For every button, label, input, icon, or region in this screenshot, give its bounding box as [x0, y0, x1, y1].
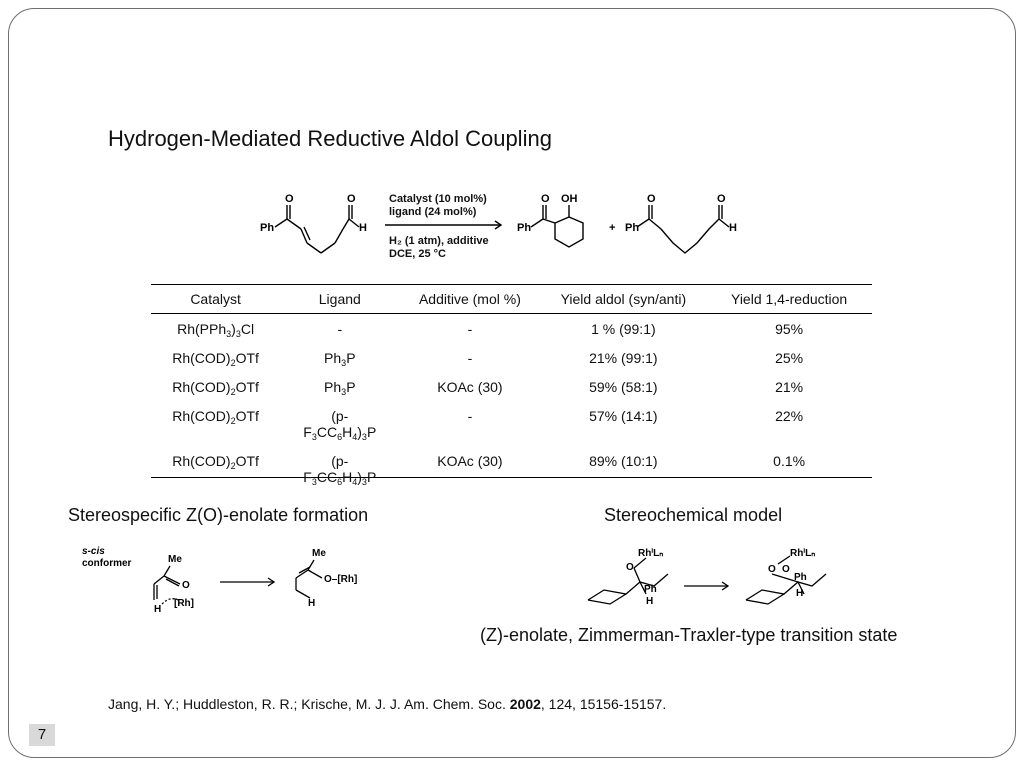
o-rh-label: O–[Rh] — [324, 574, 357, 585]
cell-yield-reduction: 95% — [775, 321, 804, 337]
conditions-solvent: DCE, 25 °C — [389, 248, 446, 260]
table-row: Rh(COD)2OTf Ph3P KOAc (30) 59% (58:1) 21% — [151, 372, 872, 401]
citation-volume-pages: , 124, 15156-15157. — [540, 696, 667, 712]
sm-h-label: H — [359, 222, 367, 234]
cell-additive: - — [467, 321, 473, 337]
rh-ln-label: RhⁱLₙ — [638, 547, 663, 559]
conformer-label: conformer — [82, 558, 132, 569]
cell-ligand: Ph3P — [324, 379, 356, 397]
section-heading-model: Stereochemical model — [604, 505, 783, 525]
reaction-scheme: Ph O O H Ph O OH + Ph O O H Catalyst (10… — [255, 187, 775, 272]
header-catalyst: Catalyst — [151, 284, 281, 314]
section-heading-enolate: Stereospecific Z(O)-enolate formation — [68, 505, 369, 525]
me-label: Me — [168, 554, 182, 565]
plus-sign: + — [609, 222, 615, 234]
enolate-formation-diagram: s-cis conformer Me O [Rh] H Me O–[Rh] H — [82, 544, 402, 629]
ts-rh-ln-label: RhⁱLₙ — [790, 547, 815, 559]
ts-o2-label: O — [782, 564, 790, 575]
cell-additive: - — [467, 350, 473, 366]
sm-ph-label: Ph — [260, 222, 274, 234]
cell-ligand: - — [337, 321, 343, 337]
ts-h-label: H — [796, 588, 803, 599]
cell-yield-aldol: 1 % (99:1) — [591, 321, 656, 337]
citation-authors: Jang, H. Y.; Huddleston, R. R.; Krische,… — [108, 696, 510, 712]
header-additive: Additive (mol %) — [399, 284, 541, 314]
table-header-row: Catalyst Ligand Additive (mol %) Yield a… — [151, 284, 872, 314]
red-o-label: O — [647, 193, 656, 205]
cell-yield-aldol: 57% (14:1) — [589, 408, 658, 424]
cell-additive: - — [467, 408, 473, 424]
model-drawing: RhⁱLₙ O Ph H RhⁱLₙ O O Ph H — [587, 547, 827, 607]
page-number: 7 — [29, 724, 55, 746]
cell-catalyst: Rh(COD)2OTf — [172, 350, 259, 368]
cell-ligand: (p-F3CC6H4)3P — [303, 408, 377, 442]
results-table: Catalyst Ligand Additive (mol %) Yield a… — [151, 284, 872, 487]
slide-frame — [8, 8, 1016, 758]
reaction-scheme-drawing: Ph O O H Ph O OH + Ph O O H — [260, 193, 737, 254]
cell-catalyst: Rh(COD)2OTf — [172, 379, 259, 397]
cell-additive: KOAc (30) — [399, 446, 541, 478]
cell-catalyst: Rh(COD)2OTf — [172, 408, 259, 426]
red-ph-label: Ph — [625, 222, 639, 234]
ts-o-label: O — [768, 564, 776, 575]
table-row: Rh(PPh3)3Cl - - 1 % (99:1) 95% — [151, 314, 872, 344]
citation-year: 2002 — [509, 696, 541, 712]
model-h-label: H — [646, 596, 653, 607]
cell-catalyst: Rh(COD)2OTf — [151, 446, 281, 478]
header-yield-aldol: Yield aldol (syn/anti) — [540, 284, 707, 314]
model-ph-label: Ph — [644, 584, 657, 595]
red-o2-label: O — [717, 193, 726, 205]
sm-o2-label: O — [347, 193, 356, 205]
cell-ligand: (p-F3CC6H4)3P — [280, 446, 400, 487]
cell-yield-reduction: 22% — [775, 408, 804, 424]
table-row: Rh(COD)2OTf (p-F3CC6H4)3P - 57% (14:1) 22% — [151, 401, 872, 446]
ts-ph-label: Ph — [794, 572, 807, 583]
cell-ligand: Ph3P — [324, 350, 356, 368]
header-yield-reduction: Yield 1,4-reduction — [706, 284, 872, 314]
slide-title: Hydrogen-Mediated Reductive Aldol Coupli… — [108, 126, 552, 151]
conditions-h2: H₂ (1 atm), additive — [389, 235, 489, 247]
cell-additive: KOAc (30) — [437, 379, 503, 395]
cell-yield-reduction: 0.1% — [706, 446, 872, 478]
o-label: O — [182, 580, 190, 591]
me-product-label: Me — [312, 548, 326, 559]
transition-state-caption: (Z)-enolate, Zimmerman-Traxler-type tran… — [480, 625, 898, 645]
model-o-label: O — [626, 562, 634, 573]
cell-catalyst: Rh(PPh3)3Cl — [177, 321, 255, 339]
aldol-o-label: O — [541, 193, 550, 205]
citation: Jang, H. Y.; Huddleston, R. R.; Krische,… — [108, 696, 666, 712]
header-ligand: Ligand — [280, 284, 400, 314]
enolate-drawing: s-cis conformer Me O [Rh] H Me O–[Rh] H — [82, 546, 357, 615]
conditions-catalyst: Catalyst (10 mol%) — [389, 193, 487, 205]
table-row: Rh(COD)2OTf Ph3P - 21% (99:1) 25% — [151, 343, 872, 372]
rh-label: [Rh] — [174, 598, 194, 609]
cell-yield-reduction: 25% — [775, 350, 804, 366]
stereochemical-model-diagram: RhⁱLₙ O Ph H RhⁱLₙ O O Ph H — [582, 544, 882, 619]
cell-yield-aldol: 21% (99:1) — [589, 350, 658, 366]
red-h-label: H — [729, 222, 737, 234]
h-product-label: H — [308, 598, 315, 609]
s-cis-label: s-cis — [82, 546, 105, 557]
h-label: H — [154, 604, 161, 615]
conditions-ligand: ligand (24 mol%) — [389, 206, 477, 218]
cell-yield-aldol: 89% (10:1) — [540, 446, 707, 478]
cell-yield-reduction: 21% — [775, 379, 804, 395]
cell-yield-aldol: 59% (58:1) — [589, 379, 658, 395]
aldol-oh-label: OH — [561, 193, 578, 205]
aldol-ph-label: Ph — [517, 222, 531, 234]
sm-o-label: O — [285, 193, 294, 205]
